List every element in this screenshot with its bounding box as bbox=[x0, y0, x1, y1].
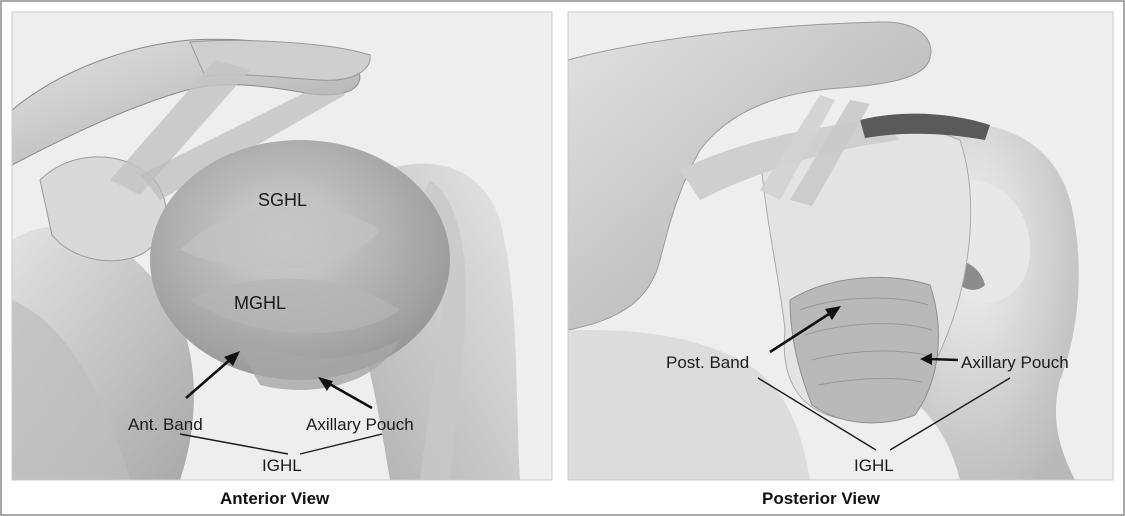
anterior-panel: SGHL MGHL Ant. Band Axillary Pouch IGHL bbox=[12, 12, 552, 480]
caption-posterior-view: Posterior View bbox=[762, 489, 881, 508]
label-axillary-pouch-anterior: Axillary Pouch bbox=[306, 415, 414, 434]
caption-anterior-view: Anterior View bbox=[220, 489, 330, 508]
ighl-posterior-region bbox=[790, 277, 938, 422]
label-post-band: Post. Band bbox=[666, 353, 749, 372]
label-sghl: SGHL bbox=[258, 190, 307, 210]
label-ighl-posterior: IGHL bbox=[854, 456, 894, 475]
label-mghl: MGHL bbox=[234, 293, 286, 313]
label-axillary-pouch-posterior: Axillary Pouch bbox=[961, 353, 1069, 372]
label-ant-band: Ant. Band bbox=[128, 415, 203, 434]
posterior-panel: Post. Band Axillary Pouch IGHL bbox=[568, 12, 1113, 480]
label-ighl-anterior: IGHL bbox=[262, 456, 302, 475]
